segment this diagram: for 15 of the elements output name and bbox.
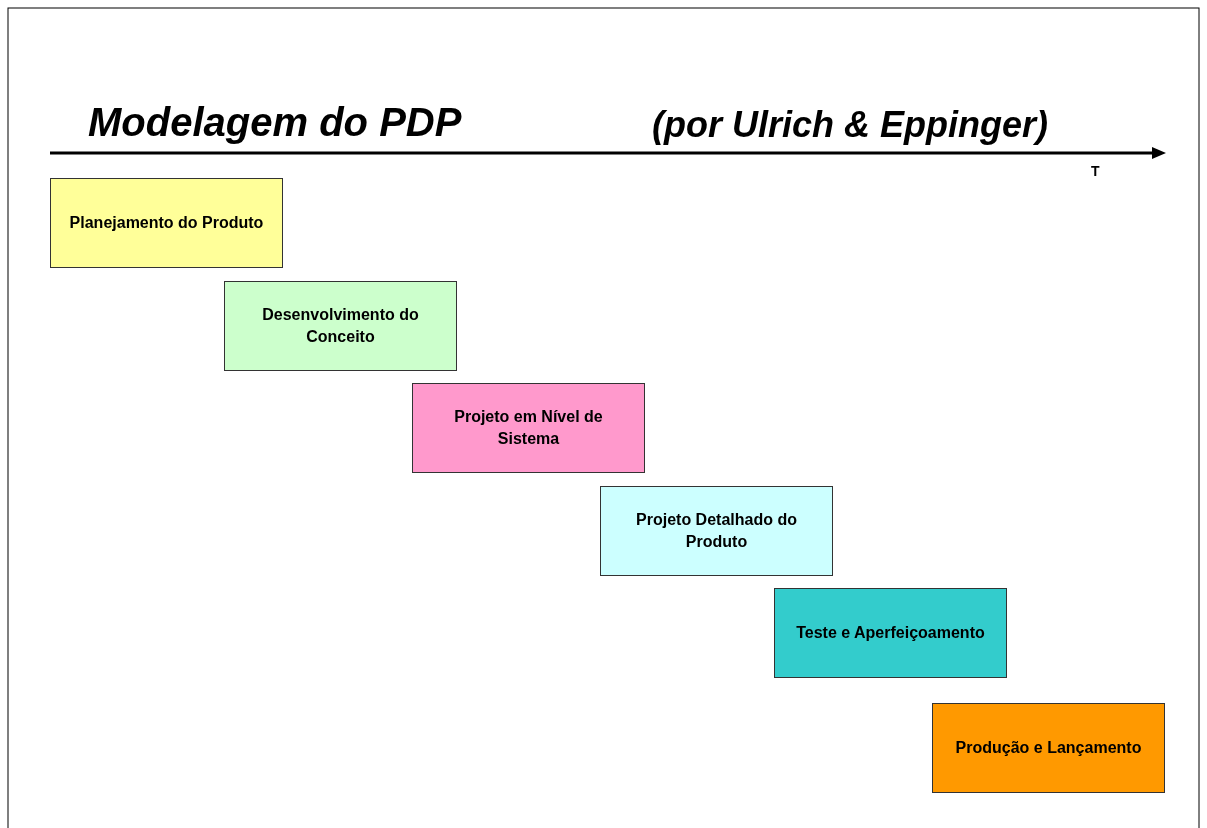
subtitle: (por Ulrich & Eppinger): [652, 104, 1048, 146]
phase-label: Teste e Aperfeiçoamento: [795, 623, 986, 643]
phase-box: [932, 703, 1165, 793]
phase-box: [774, 588, 1007, 678]
phase-label: Desenvolvimento do Conceito: [261, 305, 420, 347]
phase-box: [224, 281, 457, 371]
phase-box: [600, 486, 833, 576]
phase-box: [50, 178, 283, 268]
phase-label: Planejamento do Produto: [68, 213, 265, 233]
axis-label: T: [1091, 163, 1100, 179]
title: Modelagem do PDP: [88, 100, 462, 145]
phase-label: Produção e Lançamento: [954, 738, 1143, 758]
phase-label: Projeto em Nível de Sistema: [453, 407, 604, 449]
phase-label: Projeto Detalhado do Produto: [635, 510, 798, 552]
phase-box: [412, 383, 645, 473]
